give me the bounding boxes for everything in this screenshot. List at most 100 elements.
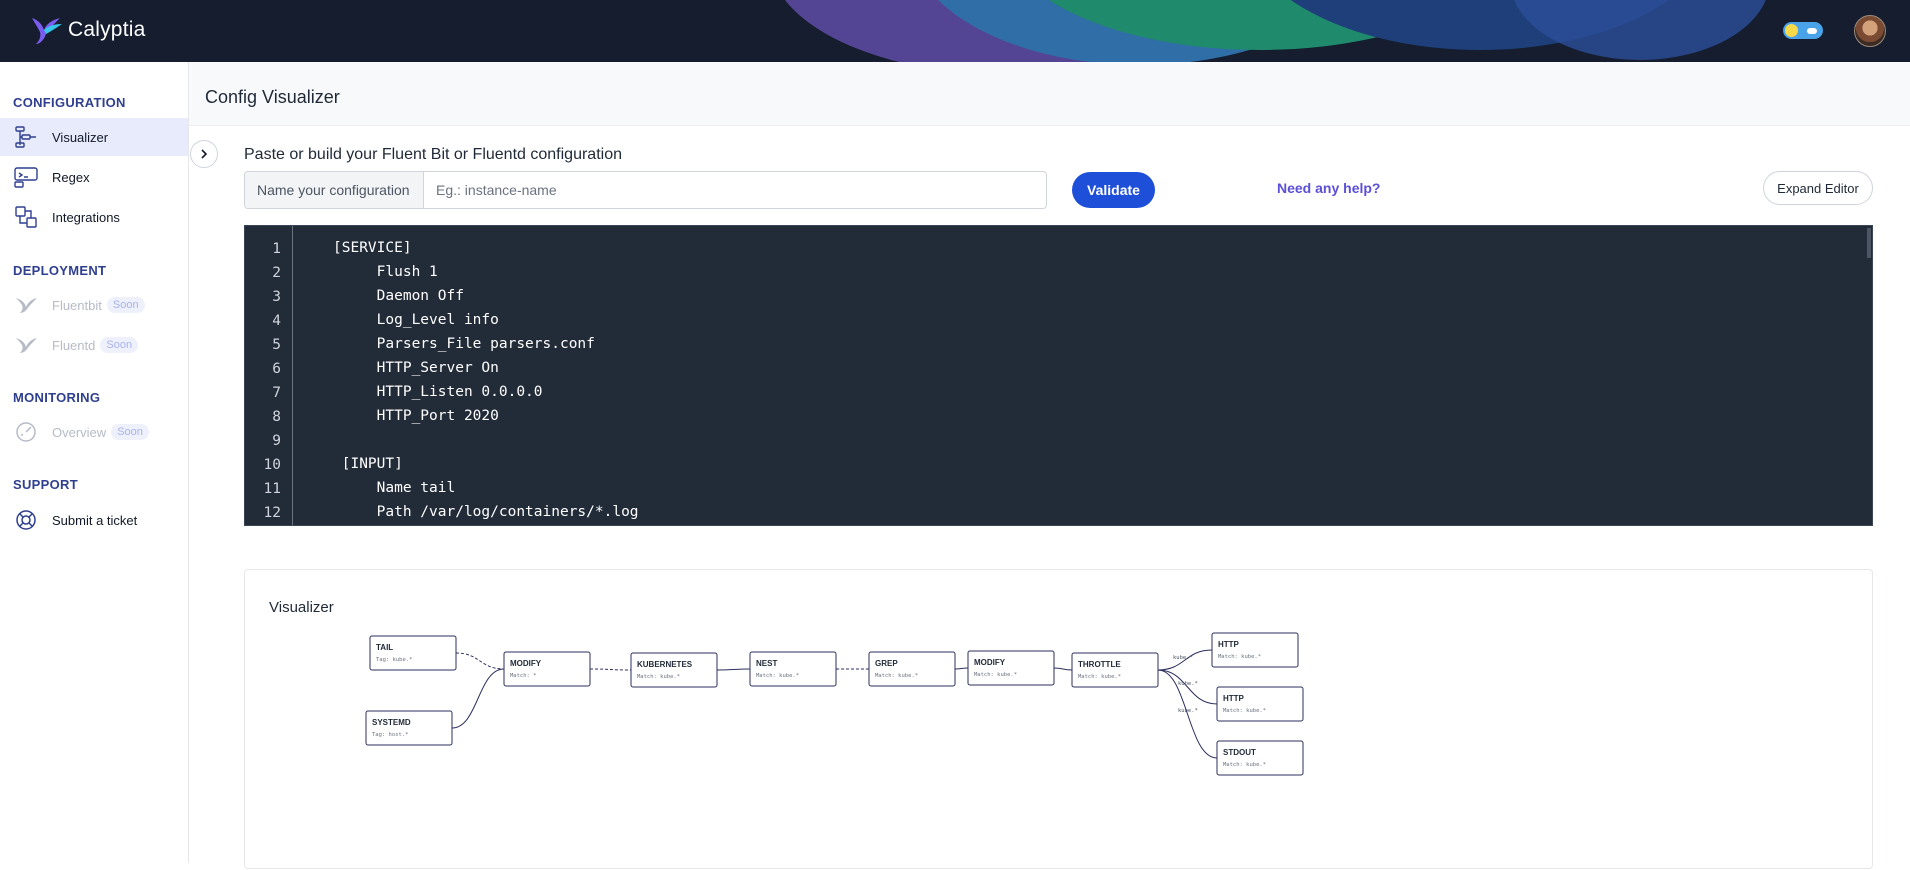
bird-icon bbox=[12, 292, 40, 318]
node-box bbox=[749, 651, 837, 687]
node-box bbox=[1216, 740, 1304, 776]
sidebar-collapse-button[interactable] bbox=[190, 140, 218, 168]
code-line[interactable]: 9 bbox=[245, 430, 1872, 454]
node-box bbox=[1211, 632, 1299, 668]
node-title: HTTP bbox=[1223, 694, 1245, 703]
node-match: Match: kube.* bbox=[756, 673, 799, 679]
node-match: Match: * bbox=[510, 673, 537, 679]
expand-editor-button[interactable]: Expand Editor bbox=[1763, 171, 1873, 205]
line-number: 3 bbox=[272, 289, 281, 305]
validate-button[interactable]: Validate bbox=[1072, 172, 1155, 208]
pipeline-edge bbox=[1157, 649, 1213, 671]
code-text: [INPUT] bbox=[333, 456, 403, 472]
pipeline-edge bbox=[451, 668, 505, 729]
line-number: 12 bbox=[263, 505, 281, 521]
editor-scrollbar[interactable] bbox=[1867, 228, 1871, 258]
node-box bbox=[365, 710, 453, 746]
bird-icon bbox=[12, 332, 40, 358]
node-box bbox=[967, 650, 1055, 686]
chevron-right-icon bbox=[201, 149, 208, 159]
node-title: KUBERNETES bbox=[637, 660, 693, 669]
sidebar-item-label: Regex bbox=[52, 169, 90, 185]
config-name-group: Name your configuration bbox=[244, 171, 1047, 209]
integrations-icon bbox=[12, 204, 40, 230]
header-decoration bbox=[785, 0, 1766, 62]
pipeline-node-systemd[interactable]: SYSTEMD Tag: host.* bbox=[365, 710, 453, 746]
code-line[interactable]: 3 Daemon Off bbox=[245, 286, 1872, 310]
code-line[interactable]: 10 [INPUT] bbox=[245, 454, 1872, 478]
visualizer-title: Visualizer bbox=[269, 599, 334, 616]
main-content: Config Visualizer Paste or build your Fl… bbox=[189, 62, 1910, 869]
node-match: Match: kube.* bbox=[1078, 674, 1121, 680]
code-line[interactable]: 11 Name tail bbox=[245, 478, 1872, 502]
node-title: MODIFY bbox=[510, 659, 542, 668]
node-match: Tag: host.* bbox=[372, 732, 408, 738]
sidebar: CONFIGURATION Visualizer Regex Integrati… bbox=[0, 62, 189, 863]
line-number: 5 bbox=[272, 337, 281, 353]
node-title: MODIFY bbox=[974, 658, 1006, 667]
editor-gutter bbox=[245, 226, 293, 525]
code-text: [SERVICE] bbox=[333, 240, 412, 256]
node-title: GREP bbox=[875, 659, 898, 668]
config-name-input[interactable] bbox=[424, 172, 1046, 208]
sidebar-item-overview: Overview Soon bbox=[0, 413, 188, 451]
node-box bbox=[1216, 686, 1304, 722]
gauge-icon bbox=[12, 419, 40, 445]
soon-badge: Soon bbox=[111, 424, 149, 440]
node-title: TAIL bbox=[376, 643, 393, 652]
pipeline-node-modify1[interactable]: MODIFY Match: * bbox=[503, 651, 591, 687]
code-line[interactable]: 1 [SERVICE] bbox=[245, 238, 1872, 262]
regex-icon bbox=[12, 164, 40, 190]
node-match: Match: kube.* bbox=[1218, 654, 1261, 660]
node-box bbox=[630, 652, 718, 688]
code-line[interactable]: 7 HTTP_Listen 0.0.0.0 bbox=[245, 382, 1872, 406]
line-number: 7 bbox=[272, 385, 281, 401]
help-link[interactable]: Need any help? bbox=[1277, 180, 1381, 196]
node-title: SYSTEMD bbox=[372, 718, 411, 727]
calyptia-logo[interactable]: Calyptia bbox=[28, 14, 145, 46]
pipeline-edge bbox=[1053, 667, 1073, 671]
line-number: 1 bbox=[272, 241, 281, 257]
sidebar-item-label: Fluentd bbox=[52, 337, 96, 353]
edge-label: kube.* bbox=[1173, 655, 1193, 661]
code-line[interactable]: 8 HTTP_Port 2020 bbox=[245, 406, 1872, 430]
sidebar-item-integrations[interactable]: Integrations bbox=[0, 198, 188, 236]
node-box bbox=[1071, 652, 1159, 688]
line-number: 10 bbox=[263, 457, 281, 473]
visualizer-icon bbox=[12, 124, 40, 150]
line-number: 6 bbox=[272, 361, 281, 377]
code-line[interactable]: 2 Flush 1 bbox=[245, 262, 1872, 286]
edge-label: kube.* bbox=[1178, 708, 1198, 714]
line-number: 11 bbox=[263, 481, 281, 497]
node-title: STDOUT bbox=[1223, 748, 1256, 757]
hummingbird-logo-icon bbox=[32, 18, 62, 44]
code-line[interactable]: 6 HTTP_Server On bbox=[245, 358, 1872, 382]
code-text: Daemon Off bbox=[333, 288, 464, 304]
code-text: HTTP_Server On bbox=[333, 360, 499, 376]
code-line[interactable]: 5 Parsers_File parsers.conf bbox=[245, 334, 1872, 358]
code-text: Flush 1 bbox=[333, 264, 438, 280]
code-text: Log_Level info bbox=[333, 312, 499, 328]
code-line[interactable]: 12 Path /var/log/containers/*.log bbox=[245, 502, 1872, 525]
sidebar-item-visualizer[interactable]: Visualizer bbox=[0, 118, 188, 156]
theme-toggle[interactable] bbox=[1783, 22, 1823, 39]
user-avatar[interactable] bbox=[1854, 15, 1886, 47]
sidebar-item-regex[interactable]: Regex bbox=[0, 158, 188, 196]
sidebar-item-submit-ticket[interactable]: Submit a ticket bbox=[0, 501, 188, 539]
code-line[interactable]: 4 Log_Level info bbox=[245, 310, 1872, 334]
line-number: 4 bbox=[272, 313, 281, 329]
node-box bbox=[369, 635, 457, 671]
section-deployment: DEPLOYMENT bbox=[13, 263, 107, 278]
section-configuration: CONFIGURATION bbox=[13, 95, 126, 110]
